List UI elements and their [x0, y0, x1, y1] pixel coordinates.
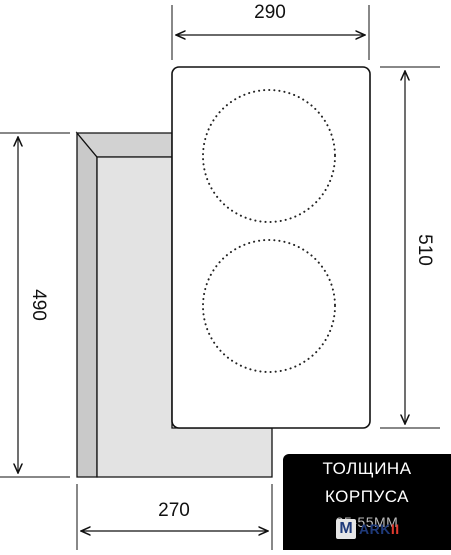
watermark-logo-box: M — [336, 519, 356, 539]
callout-line-1: ТОЛЩИНА — [322, 459, 412, 478]
hob-height-label: 510 — [414, 234, 435, 266]
callout-line-2: КОРПУСА — [324, 487, 410, 506]
cutout-depth-label: 490 — [28, 289, 49, 321]
hob-width-label: 290 — [254, 2, 286, 23]
cutout-width-label: 270 — [158, 500, 190, 521]
hob-plate — [171, 66, 371, 429]
thickness-callout: ТОЛЩИНА КОРПУСА 25-55ММ — [283, 454, 451, 550]
dimension-hob-height: 510 — [380, 66, 440, 429]
countertop-body — [75, 131, 273, 478]
cooking-zone-bottom — [202, 239, 336, 373]
countertop-bevel-left — [76, 131, 98, 478]
dimension-hob-width: 290 — [171, 2, 370, 60]
watermark-text-a: ARK — [359, 521, 391, 537]
dimension-cutout-depth: 490 — [0, 132, 70, 478]
brand-watermark: M ARKII — [336, 517, 400, 541]
cooking-zone-top — [202, 89, 336, 223]
watermark-text: ARKII — [359, 521, 400, 537]
dimension-cutout-width: 270 — [76, 484, 273, 550]
watermark-text-b: II — [390, 521, 400, 537]
